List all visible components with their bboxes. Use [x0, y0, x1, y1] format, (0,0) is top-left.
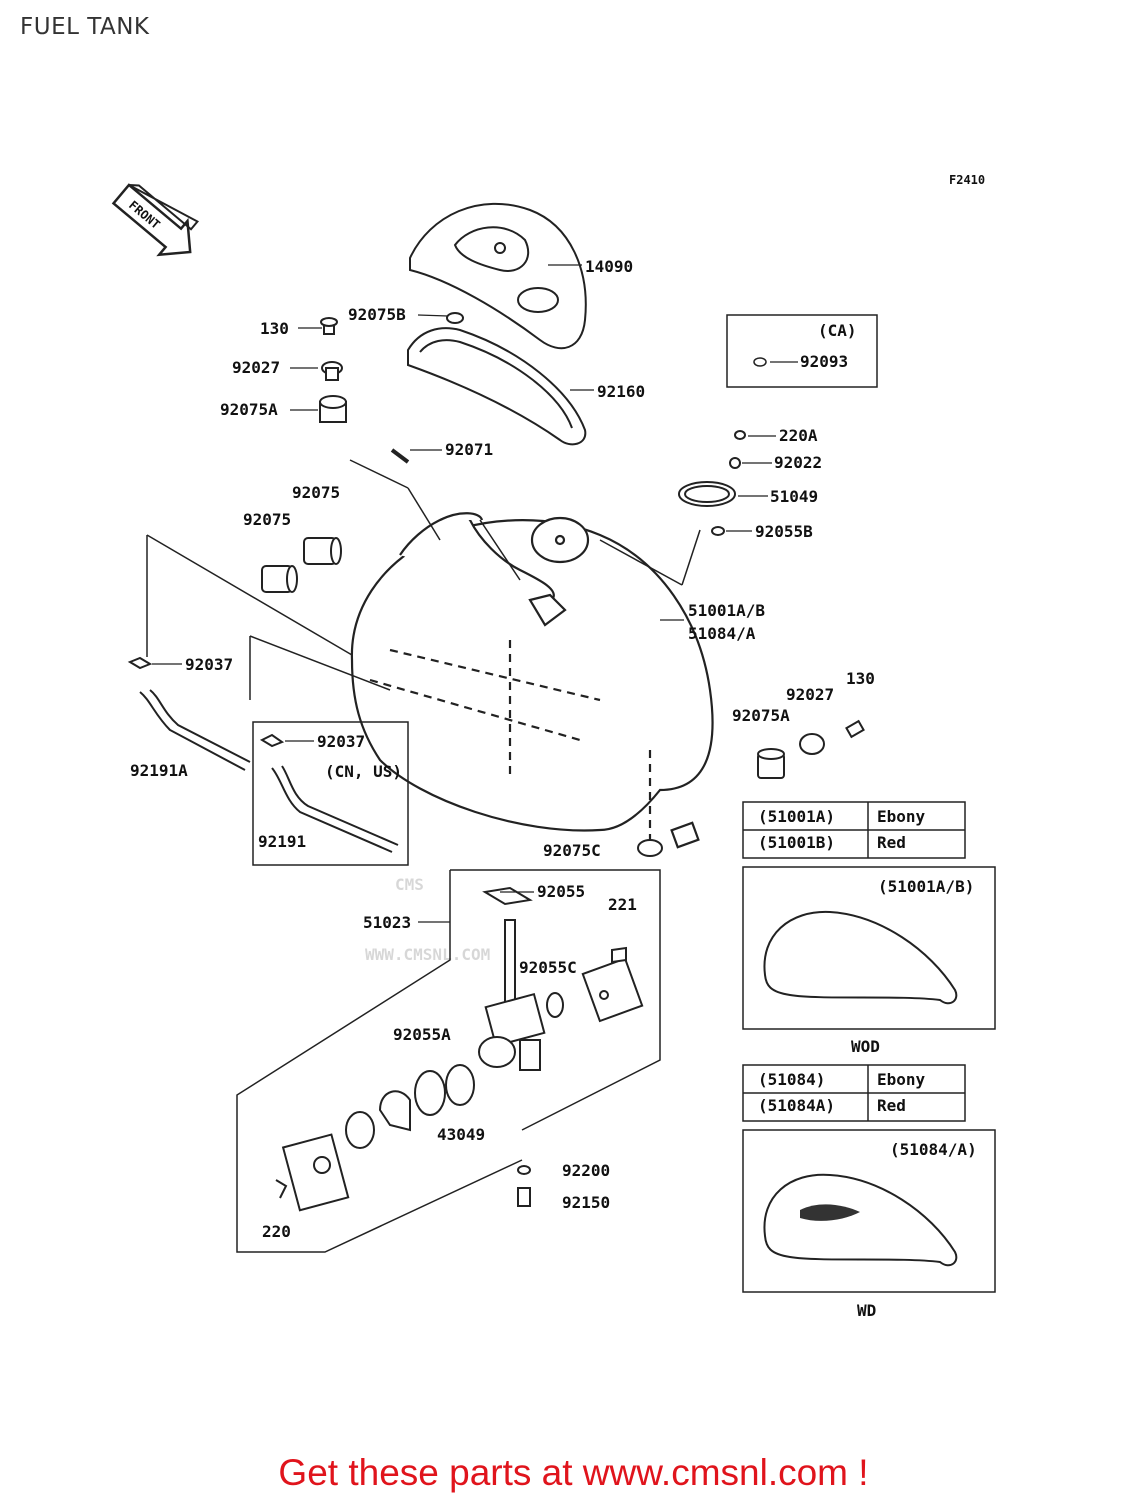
- table1-row1-color: Ebony: [877, 807, 926, 826]
- label-92200: 92200: [562, 1161, 610, 1180]
- tank-wd-emblem: [800, 1204, 860, 1221]
- label-92027-left: 92027: [232, 358, 280, 377]
- label-92055b: 92055B: [755, 522, 813, 541]
- label-92191: 92191: [258, 832, 306, 851]
- label-220a: 220A: [779, 426, 818, 445]
- label-220: 220: [262, 1222, 291, 1241]
- fuel-cock-assembly: [275, 886, 644, 1212]
- wd-image-box: [742, 1129, 996, 1293]
- wd-caption: WD: [857, 1301, 876, 1320]
- parts-diagram: CMS WWW.CMSNL.COM F2410 FRONT: [111, 173, 996, 1320]
- label-ca: (CA): [818, 321, 857, 340]
- label-92075-left: 92075: [243, 510, 291, 529]
- label-92191a: 92191A: [130, 761, 188, 780]
- filler-cap-parts: [678, 430, 746, 536]
- label-92071: 92071: [445, 440, 493, 459]
- fuel-cock-frame: [236, 869, 661, 1253]
- table1-row2-code: (51001B): [758, 833, 835, 852]
- label-51023: 51023: [363, 913, 411, 932]
- label-92022: 92022: [774, 453, 822, 472]
- page-title: FUEL TANK: [20, 14, 150, 40]
- watermark-logo: CMS: [395, 875, 424, 894]
- wd-box-label: (51084/A): [890, 1140, 977, 1159]
- color-table-1: (51001A) Ebony (51001B) Red: [758, 807, 926, 852]
- ca-box: [726, 314, 878, 388]
- table1-row2-color: Red: [877, 833, 906, 852]
- label-92055a: 92055A: [393, 1025, 451, 1044]
- front-arrow-icon: FRONT: [111, 183, 200, 257]
- watermark-url: WWW.CMSNL.COM: [365, 945, 490, 964]
- table2-row2-code: (51084A): [758, 1096, 835, 1115]
- wod-box-label: (51001A/B): [878, 877, 974, 896]
- label-51001ab: 51001A/B: [688, 601, 765, 620]
- label-92093: 92093: [800, 352, 848, 371]
- label-221: 221: [608, 895, 637, 914]
- label-51049: 51049: [770, 487, 818, 506]
- part-numbers: 14090 92075B 130 92027 92075A 92160 9207…: [130, 257, 875, 1241]
- label-cnus: (CN, US): [325, 762, 402, 781]
- label-92037-box: 92037: [317, 732, 365, 751]
- fuel-tank-part: [350, 512, 714, 849]
- label-130-right: 130: [846, 669, 875, 688]
- label-92075a-right: 92075A: [732, 706, 790, 725]
- tank-wod-silhouette: [763, 910, 958, 1005]
- label-92055c: 92055C: [519, 958, 577, 977]
- leader-lines: [146, 459, 701, 700]
- label-92037-left: 92037: [185, 655, 233, 674]
- footer-parts-link[interactable]: Get these parts at www.cmsnl.com !: [278, 1452, 869, 1493]
- label-51084a: 51084/A: [688, 624, 756, 643]
- cover-gasket-part: [407, 327, 587, 446]
- bushings-part: [261, 537, 342, 593]
- label-92075c: 92075C: [543, 841, 601, 860]
- wod-caption: WOD: [851, 1037, 880, 1056]
- label-92075b: 92075B: [348, 305, 406, 324]
- label-92027-right: 92027: [786, 685, 834, 704]
- meter-cover-part: [409, 202, 587, 350]
- table2-row2-color: Red: [877, 1096, 906, 1115]
- figure-code: F2410: [949, 173, 985, 187]
- hoses-part: [127, 656, 399, 853]
- label-92075a-left: 92075A: [220, 400, 278, 419]
- table1-row1-code: (51001A): [758, 807, 835, 826]
- small-parts-left: [319, 312, 464, 464]
- label-92075-top: 92075: [292, 483, 340, 502]
- wod-image-box: [742, 866, 996, 1030]
- right-mount-parts: [637, 719, 865, 857]
- tank-wd-silhouette: [763, 1173, 958, 1267]
- table2-row1-code: (51084): [758, 1070, 825, 1089]
- label-92160: 92160: [597, 382, 645, 401]
- label-130-left: 130: [260, 319, 289, 338]
- color-table-2: (51084) Ebony (51084A) Red: [758, 1070, 926, 1115]
- label-92055: 92055: [537, 882, 585, 901]
- label-43049: 43049: [437, 1125, 485, 1144]
- label-92150: 92150: [562, 1193, 610, 1212]
- label-14090: 14090: [585, 257, 633, 276]
- cnus-box: [252, 721, 409, 866]
- table2-row1-color: Ebony: [877, 1070, 926, 1089]
- part-labels: [152, 264, 798, 923]
